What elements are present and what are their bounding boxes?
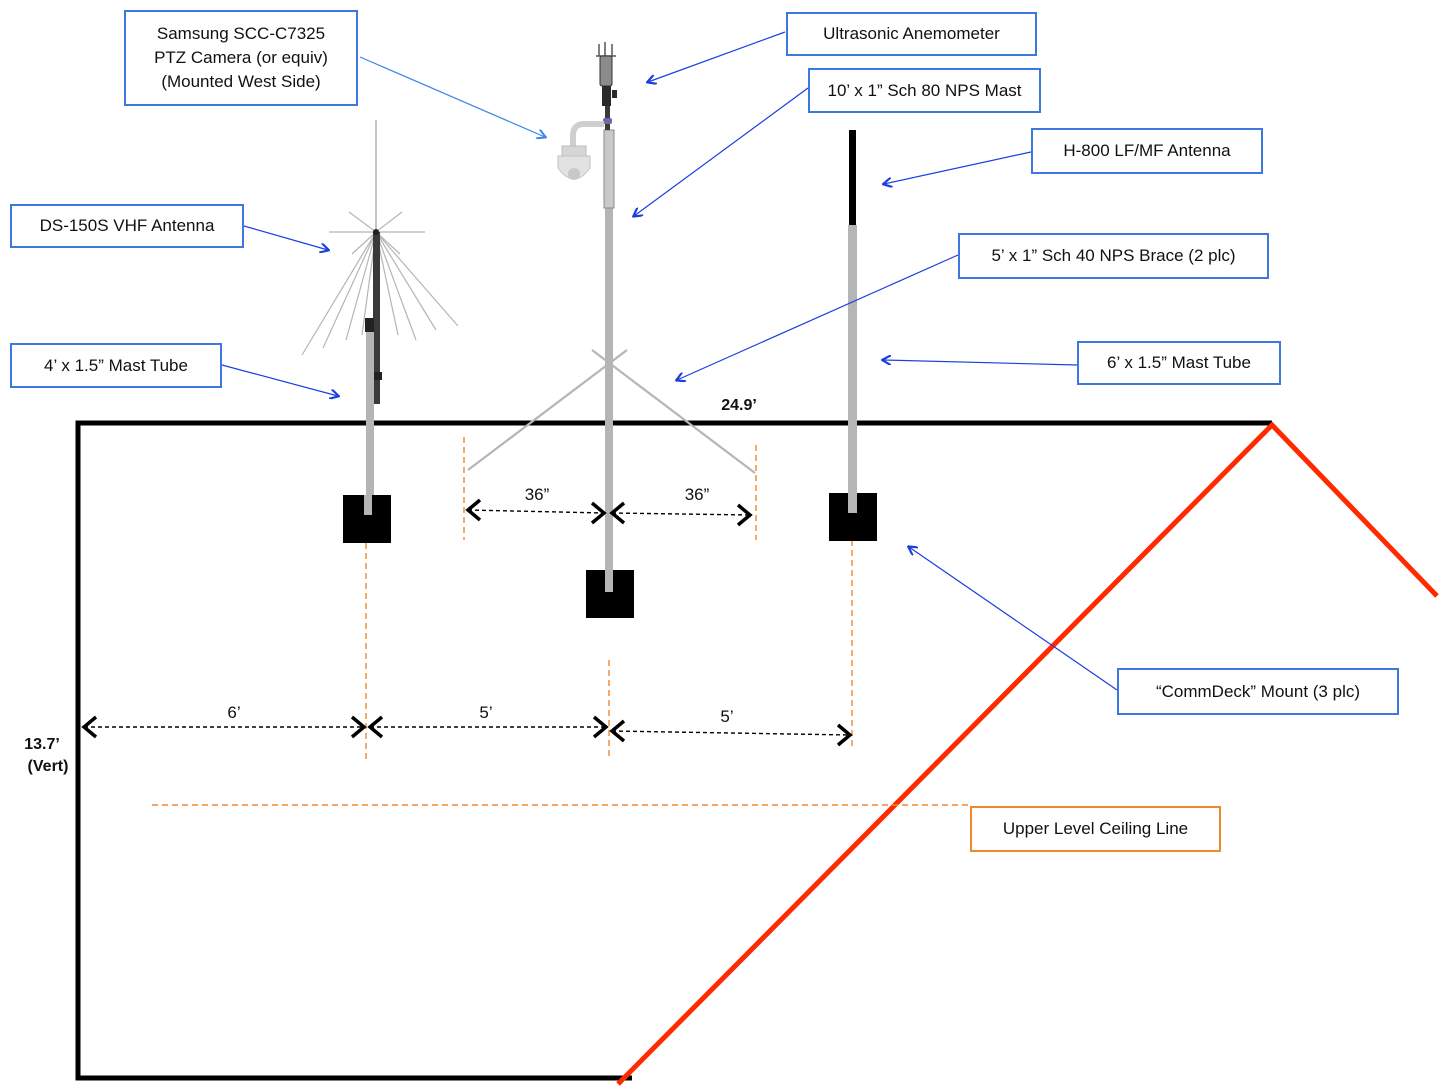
callout-ds150-antenna: DS-150S VHF Antenna [10,204,244,248]
callout-ptz-camera-line-1: Samsung SCC-C7325 [156,24,326,43]
callout-anemometer-text: Ultrasonic Anemometer [823,24,1000,43]
dim-5ft-a: 5’ [479,703,492,722]
height-label: 13.7’ [24,736,60,753]
height-note: (Vert) [28,758,69,775]
callout-sch80-mast-text: 10’ x 1” Sch 80 NPS Mast [827,80,1022,100]
callout-mast-tube-4ft: 4’ x 1.5” Mast Tube [10,343,222,388]
callout-ceiling-line: Upper Level Ceiling Line [970,806,1221,852]
callout-ptz-camera-line-2: PTZ Camera (or equiv) [154,48,328,67]
callout-mast-tube-6ft: 6’ x 1.5” Mast Tube [1077,341,1281,385]
callout-h800-antenna-text: H-800 LF/MF Antenna [1063,141,1231,160]
callout-sch80-mast: 10’ x 1” Sch 80 NPS Mast [808,68,1041,113]
width-label: 24.9’ [721,397,757,414]
callout-anemometer: Ultrasonic Anemometer [786,12,1037,56]
commdeck-mounts [343,493,877,618]
guide-lines [365,437,853,760]
dim-6ft: 6’ [227,703,240,722]
dim-36-left: 36” [525,485,550,504]
anemometer-icon [596,42,617,130]
callout-ptz-camera-line-3: (Mounted West Side) [161,72,321,91]
roof-line [616,421,1439,1086]
building-outline [75,420,1272,1081]
ds150-antenna-icon [301,120,459,500]
callout-brace: 5’ x 1” Sch 40 NPS Brace (2 plc) [958,233,1269,279]
callout-brace-text: 5’ x 1” Sch 40 NPS Brace (2 plc) [991,246,1236,265]
h800-antenna-icon [848,130,857,510]
center-mast [603,129,615,590]
dim-36-right: 36” [685,485,710,504]
callout-ds150-antenna-text: DS-150S VHF Antenna [39,216,215,235]
callout-mast-tube-6ft-text: 6’ x 1.5” Mast Tube [1107,353,1251,372]
callout-commdeck-mount-text: “CommDeck” Mount (3 plc) [1155,681,1361,701]
callout-ceiling-line-text: Upper Level Ceiling Line [1002,819,1189,838]
brace-pipes [467,349,756,474]
callout-ptz-camera: Samsung SCC-C7325 PTZ Camera (or equiv) … [124,10,358,106]
dim-5ft-b: 5’ [720,707,733,726]
ptz-camera-icon [557,121,604,180]
callout-commdeck-mount: “CommDeck” Mount (3 plc) [1117,668,1399,715]
callout-mast-tube-4ft-text: 4’ x 1.5” Mast Tube [44,355,188,375]
leader-arrows [221,31,1118,691]
callout-h800-antenna: H-800 LF/MF Antenna [1031,128,1263,174]
dimension-lines [81,498,853,747]
